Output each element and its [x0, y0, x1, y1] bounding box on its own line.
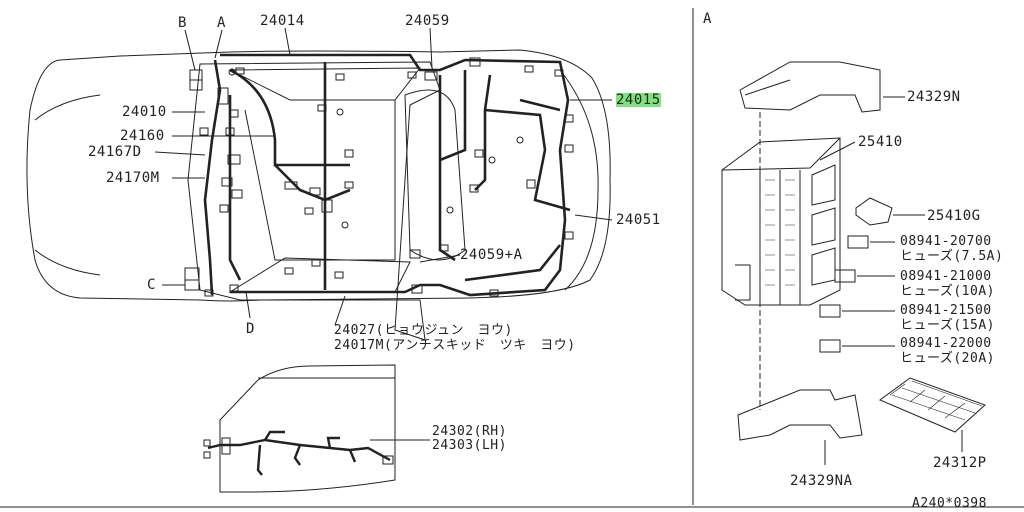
door-panel-outline [219, 364, 396, 493]
part-label-24051[interactable]: 24051 [616, 212, 661, 228]
cover-24329na [737, 389, 863, 441]
part-label-24027[interactable]: 24027(ヒョウジュン ヨウ) [334, 323, 513, 338]
cover-24329n [739, 61, 881, 113]
harness-perimeter [220, 53, 570, 297]
part-label-24170m[interactable]: 24170M [106, 170, 160, 186]
part-label-24329na[interactable]: 24329NA [790, 473, 853, 489]
part-label-25410g[interactable]: 25410G [927, 208, 981, 224]
harness-left [203, 59, 222, 296]
section-a-title: A [703, 11, 712, 27]
part-label-24014[interactable]: 24014 [260, 13, 305, 29]
part-label-08941-22000[interactable]: 08941-22000 [900, 336, 992, 351]
callout-d: D [246, 321, 255, 337]
car-body-outline [26, 49, 611, 302]
fuse-label-20a: ヒューズ(20A) [900, 351, 995, 366]
part-label-24059a[interactable]: 24059+A [460, 247, 523, 263]
part-label-08941-20700[interactable]: 08941-20700 [900, 234, 992, 249]
diagram-reference-code: A240*0398 [912, 496, 987, 511]
callout-c: C [147, 277, 156, 293]
part-label-24303[interactable]: 24303(LH) [432, 438, 507, 453]
part-label-24167d[interactable]: 24167D [88, 144, 142, 160]
part-label-24010[interactable]: 24010 [122, 104, 167, 120]
part-label-24017m[interactable]: 24017M(アンチスキッド ツキ ヨウ) [334, 338, 576, 353]
part-label-24160[interactable]: 24160 [120, 128, 165, 144]
part-label-24329n[interactable]: 24329N [907, 89, 961, 105]
part-label-25410[interactable]: 25410 [858, 134, 903, 150]
part-label-24015[interactable]: 24015 [616, 92, 661, 108]
fuse-label-10a: ヒューズ(10A) [900, 284, 995, 299]
callout-a: A [217, 15, 226, 31]
fuse-block-25410 [721, 137, 841, 306]
part-label-24302[interactable]: 24302(RH) [432, 424, 507, 439]
fuse-label-7-5a: ヒューズ(7.5A) [900, 249, 1004, 264]
fuse-label-15a: ヒューズ(15A) [900, 318, 995, 333]
part-label-08941-21000[interactable]: 08941-21000 [900, 269, 992, 284]
callout-b: B [178, 15, 187, 31]
part-label-24312p[interactable]: 24312P [933, 455, 987, 471]
grille-24312p [878, 377, 986, 433]
part-label-08941-21500[interactable]: 08941-21500 [900, 303, 992, 318]
part-label-24059[interactable]: 24059 [405, 13, 450, 29]
